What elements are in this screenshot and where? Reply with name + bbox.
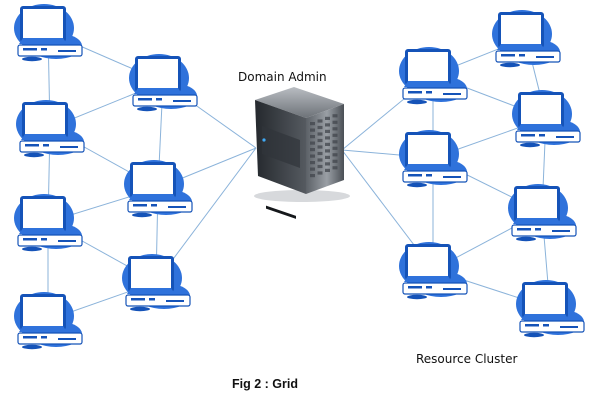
domain-admin-server	[254, 87, 350, 219]
desktop-computer-icon	[16, 100, 85, 158]
figure-caption: Fig 2 : Grid	[232, 377, 298, 391]
desktop-computer-icon	[122, 254, 191, 312]
desktop-computer-icon	[516, 280, 585, 338]
desktop-computer-icon	[14, 292, 83, 350]
desktop-computer-icon	[14, 194, 83, 252]
desktop-computer-icon	[399, 47, 468, 105]
computer-nodes	[14, 4, 585, 350]
domain-admin-label: Domain Admin	[238, 70, 327, 84]
desktop-computer-icon	[508, 184, 577, 242]
desktop-computer-icon	[129, 54, 198, 112]
desktop-computer-icon	[124, 160, 193, 218]
desktop-computer-icon	[14, 4, 83, 62]
desktop-computer-icon	[512, 90, 581, 148]
desktop-computer-icon	[399, 242, 468, 300]
resource-cluster-label: Resource Cluster	[416, 352, 518, 366]
desktop-computer-icon	[399, 130, 468, 188]
server-tower-icon	[254, 87, 350, 219]
desktop-computer-icon	[492, 10, 561, 68]
